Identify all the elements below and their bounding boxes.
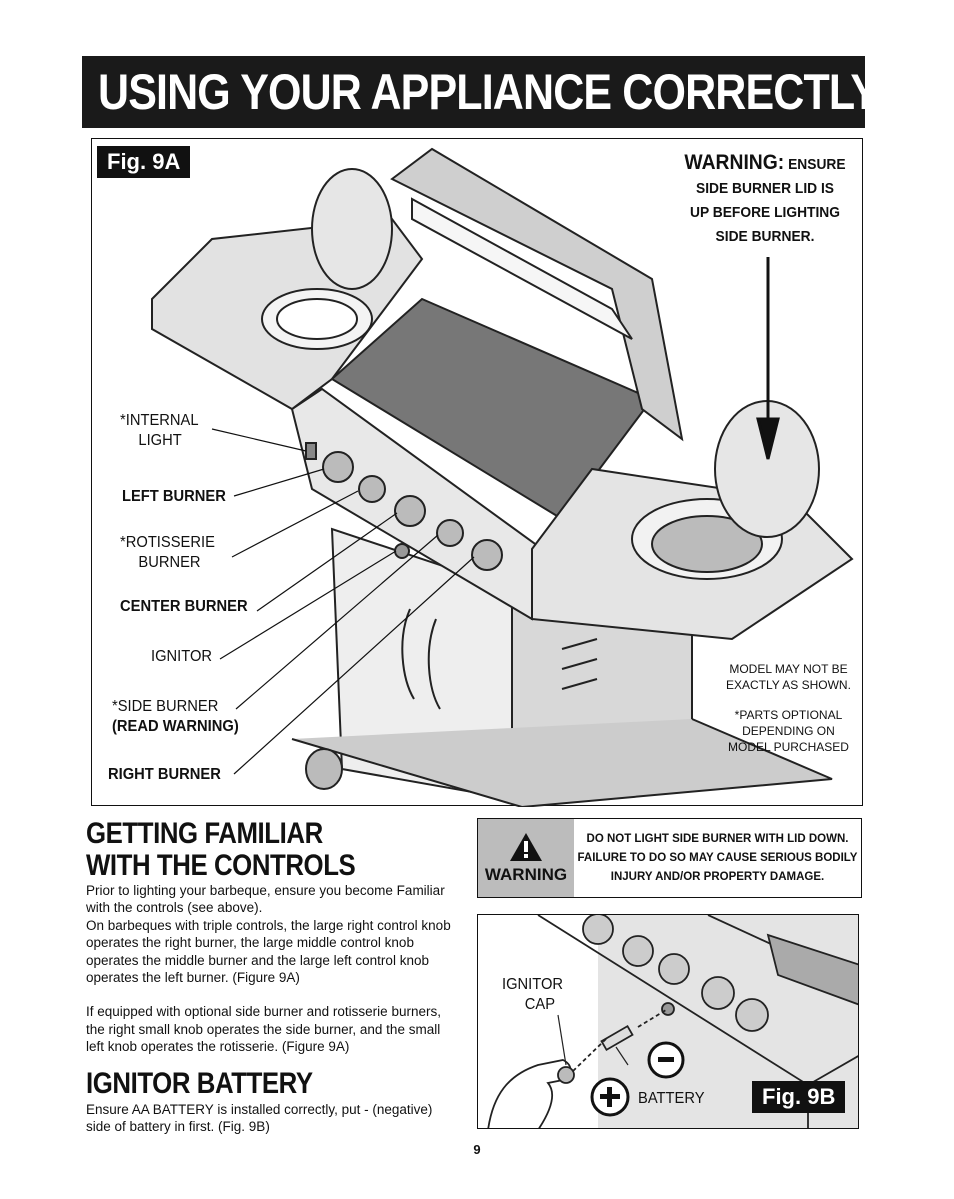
label-text: IGNITOR xyxy=(502,976,564,993)
label-battery: BATTERY xyxy=(638,1090,705,1107)
title-banner: USING YOUR APPLIANCE CORRECTLY xyxy=(82,56,879,128)
label-text: ROTISSERIE xyxy=(125,534,215,551)
note-line: PARTS OPTIONAL xyxy=(739,708,843,722)
page-title: USING YOUR APPLIANCE CORRECTLY xyxy=(98,64,879,120)
label-internal-light: *INTERNAL LIGHT xyxy=(120,411,199,451)
warning-line-4: SIDE BURNER. xyxy=(715,228,815,245)
warning-line-2: SIDE BURNER LID IS xyxy=(695,180,834,197)
label-text: INTERNAL xyxy=(125,412,199,429)
note-line: MODEL MAY NOT BE xyxy=(729,662,848,676)
heading-line: WITH THE CONTROLS xyxy=(86,849,356,882)
figure-9b: IGNITOR CAP BATTERY Fig. 9B xyxy=(477,914,859,1129)
heading-line: GETTING FAMILIAR xyxy=(86,817,323,850)
model-note: MODEL MAY NOT BE EXACTLY AS SHOWN. xyxy=(726,661,851,693)
battery-heading: IGNITOR BATTERY xyxy=(86,1067,313,1100)
optional-marker: * xyxy=(120,534,126,551)
label-text: BURNER xyxy=(138,554,201,571)
warning-symbol-panel: WARNING xyxy=(478,819,574,897)
warning-triangle-icon xyxy=(510,832,542,861)
warning-line-1: ENSURE xyxy=(788,156,846,173)
note-line: MODEL PURCHASED xyxy=(728,740,849,754)
warning-message: DO NOT LIGHT SIDE BURNER WITH LID DOWN. … xyxy=(574,819,861,897)
optional-marker: * xyxy=(734,708,740,722)
text-line: side of battery in first. (Fig. 9B) xyxy=(86,1119,270,1135)
text-line: Ensure AA BATTERY is installed correctly… xyxy=(86,1102,433,1117)
page-number: 9 xyxy=(473,1142,481,1157)
text-line: If equipped with optional side burner an… xyxy=(86,1004,441,1020)
ignitor-battery-illustration xyxy=(487,915,858,1128)
optional-marker: * xyxy=(120,412,126,429)
figure-9a-tag: Fig. 9A xyxy=(97,146,191,178)
side-burner-warning: WARNING: ENSURE SIDE BURNER LID IS UP BE… xyxy=(678,151,853,249)
text-line: operates the left burner. (Figure 9A) xyxy=(86,970,300,986)
controls-heading: GETTING FAMILIAR WITH THE CONTROLS xyxy=(86,817,356,882)
note-line: EXACTLY AS SHOWN. xyxy=(726,678,851,692)
parts-note: *PARTS OPTIONAL DEPENDING ON MODEL PURCH… xyxy=(728,707,849,755)
text-line: operates the right burner, the large mid… xyxy=(86,935,414,951)
warning-line-3: UP BEFORE LIGHTING xyxy=(689,204,841,221)
note-line: DEPENDING ON xyxy=(742,724,835,738)
text-line: Prior to lighting your barbeque, ensure … xyxy=(86,883,445,898)
figure-9b-tag: Fig. 9B xyxy=(752,1081,846,1113)
text-line: operates the middle burner and the large… xyxy=(86,952,429,968)
text-line: left knob operates the rotisserie. (Figu… xyxy=(86,1039,350,1055)
label-ignitor: IGNITOR xyxy=(151,648,213,665)
battery-text: Ensure AA BATTERY is installed correctly… xyxy=(86,1101,476,1136)
lid-warning-box: WARNING DO NOT LIGHT SIDE BURNER WITH LI… xyxy=(477,818,862,898)
label-text: (READ WARNING) xyxy=(112,718,239,735)
text-line: with the controls (see above). xyxy=(86,900,263,916)
grill-illustration xyxy=(151,147,854,807)
label-center-burner: CENTER BURNER xyxy=(120,598,248,615)
label-rotisserie-burner: *ROTISSERIE BURNER xyxy=(120,533,215,573)
label-ignitor-cap: IGNITOR CAP xyxy=(502,975,563,1015)
text-line: the right small knob operates the side b… xyxy=(86,1021,441,1037)
warning-label: WARNING xyxy=(484,864,568,884)
label-text: CAP xyxy=(524,996,556,1013)
label-right-burner: RIGHT BURNER xyxy=(108,766,221,783)
label-text: SIDE BURNER xyxy=(117,698,219,715)
text-line: On barbeques with triple controls, the l… xyxy=(86,917,451,933)
figure-9a: Fig. 9A WARNING: ENSURE SIDE BURNER LID … xyxy=(91,138,863,807)
warning-word: WARNING: xyxy=(684,151,785,174)
warning-text: DO NOT LIGHT SIDE BURNER WITH LID DOWN. xyxy=(586,832,849,845)
warning-text: FAILURE TO DO SO MAY CAUSE SERIOUS BODIL… xyxy=(577,851,858,864)
controls-text: Prior to lighting your barbeque, ensure … xyxy=(86,882,476,1056)
label-text: LIGHT xyxy=(138,432,182,449)
label-side-burner: *SIDE BURNER (READ WARNING) xyxy=(112,697,239,737)
optional-marker: * xyxy=(112,698,118,715)
warning-text: INJURY AND/OR PROPERTY DAMAGE. xyxy=(610,870,825,883)
label-left-burner: LEFT BURNER xyxy=(122,488,226,505)
